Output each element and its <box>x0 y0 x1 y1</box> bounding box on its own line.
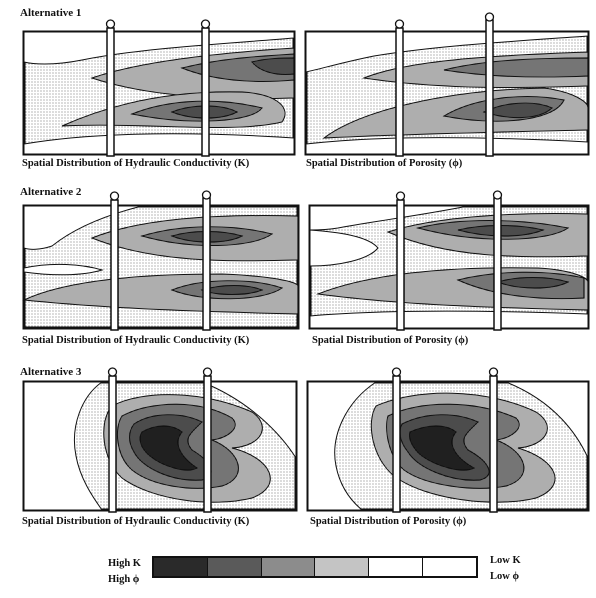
legend-low-k: Low K <box>490 555 521 566</box>
alt2-conductivity-map <box>22 190 300 332</box>
legend-class-4 <box>315 558 370 576</box>
legend-class-1 <box>154 558 208 576</box>
legend-class-6 <box>423 558 476 576</box>
alt1-right-caption: Spatial Distribution of Porosity (ϕ) <box>306 158 463 169</box>
alt1-conductivity-map <box>22 18 296 158</box>
alt1-left-caption: Spatial Distribution of Hydraulic Conduc… <box>22 158 250 169</box>
legend-class-2 <box>207 558 262 576</box>
alternative-3-title: Alternative 3 <box>20 366 82 378</box>
legend-high-k: High K <box>108 558 141 569</box>
alt1-porosity-map <box>304 12 590 158</box>
alt2-porosity-map <box>308 190 590 332</box>
legend-class-5 <box>369 558 424 576</box>
alt3-porosity-map <box>306 366 590 514</box>
alternative-1-title: Alternative 1 <box>20 7 82 19</box>
alternative-2-title: Alternative 2 <box>20 186 82 198</box>
alt3-right-caption: Spatial Distribution of Porosity (ϕ) <box>310 516 467 527</box>
legend-class-3 <box>261 558 316 576</box>
legend-low-phi: Low ϕ <box>490 571 520 582</box>
legend-high-phi: High ϕ <box>108 574 140 585</box>
legend-color-scale <box>152 556 478 578</box>
alt2-right-caption: Spatial Distribution of Porosity (ϕ) <box>312 335 469 346</box>
alt3-left-caption: Spatial Distribution of Hydraulic Conduc… <box>22 516 250 527</box>
alt2-left-caption: Spatial Distribution of Hydraulic Conduc… <box>22 335 250 346</box>
alt3-conductivity-map <box>22 366 298 514</box>
